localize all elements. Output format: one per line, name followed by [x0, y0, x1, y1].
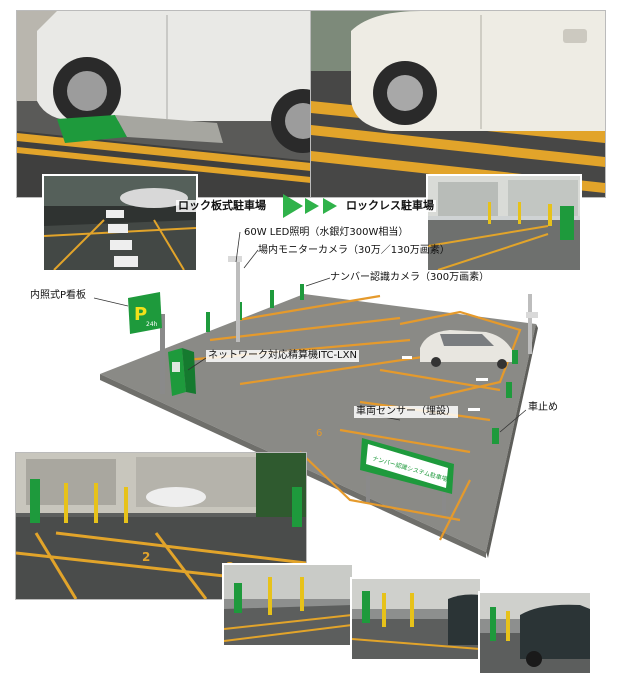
photo-space-2: 2 — [142, 550, 150, 564]
lock-plate-label: ロック板式駐車場 — [176, 199, 268, 212]
photo-lock-plate-car — [16, 10, 312, 198]
p-sign-letter: P — [134, 304, 147, 325]
photo-lot-wide: 2 3 — [15, 452, 307, 600]
space-number-6: 6 — [316, 428, 322, 439]
photo-lockless-car — [310, 10, 606, 198]
callout-payment-machine: ネットワーク対応精算機ITC-LXN — [206, 350, 359, 362]
callout-monitor-camera: 場内モニターカメラ（30万／130万画素） — [258, 245, 450, 256]
p-sign — [128, 292, 162, 334]
photo-bottom-2 — [350, 577, 482, 661]
callout-plate-camera: ナンバー認識カメラ（300万画素） — [330, 272, 490, 283]
info-board: ナンバー認識システム駐車場 — [360, 438, 454, 514]
parked-car — [420, 330, 516, 369]
photo-lockless-lot — [426, 174, 582, 272]
callout-vehicle-sensor: 車両センサー（埋設） — [354, 406, 458, 418]
lockless-label: ロックレス駐車場 — [344, 199, 436, 212]
p-sign-sub: 24h — [146, 321, 158, 328]
payment-machine — [168, 348, 196, 396]
photo-bottom-3 — [478, 591, 592, 675]
flow-arrows — [283, 194, 337, 218]
photo-lock-plate-lot — [42, 174, 198, 272]
arrow-2-icon — [305, 198, 319, 214]
photo-bottom-1 — [222, 563, 354, 647]
callout-led-light: 60W LED照明（水銀灯300W相当） — [244, 227, 409, 238]
arrow-3-icon — [323, 198, 337, 214]
arrow-1-icon — [283, 194, 303, 218]
callout-wheel-stop: 車止め — [526, 402, 560, 414]
callout-lit-sign: 内照式P看板 — [30, 290, 87, 301]
